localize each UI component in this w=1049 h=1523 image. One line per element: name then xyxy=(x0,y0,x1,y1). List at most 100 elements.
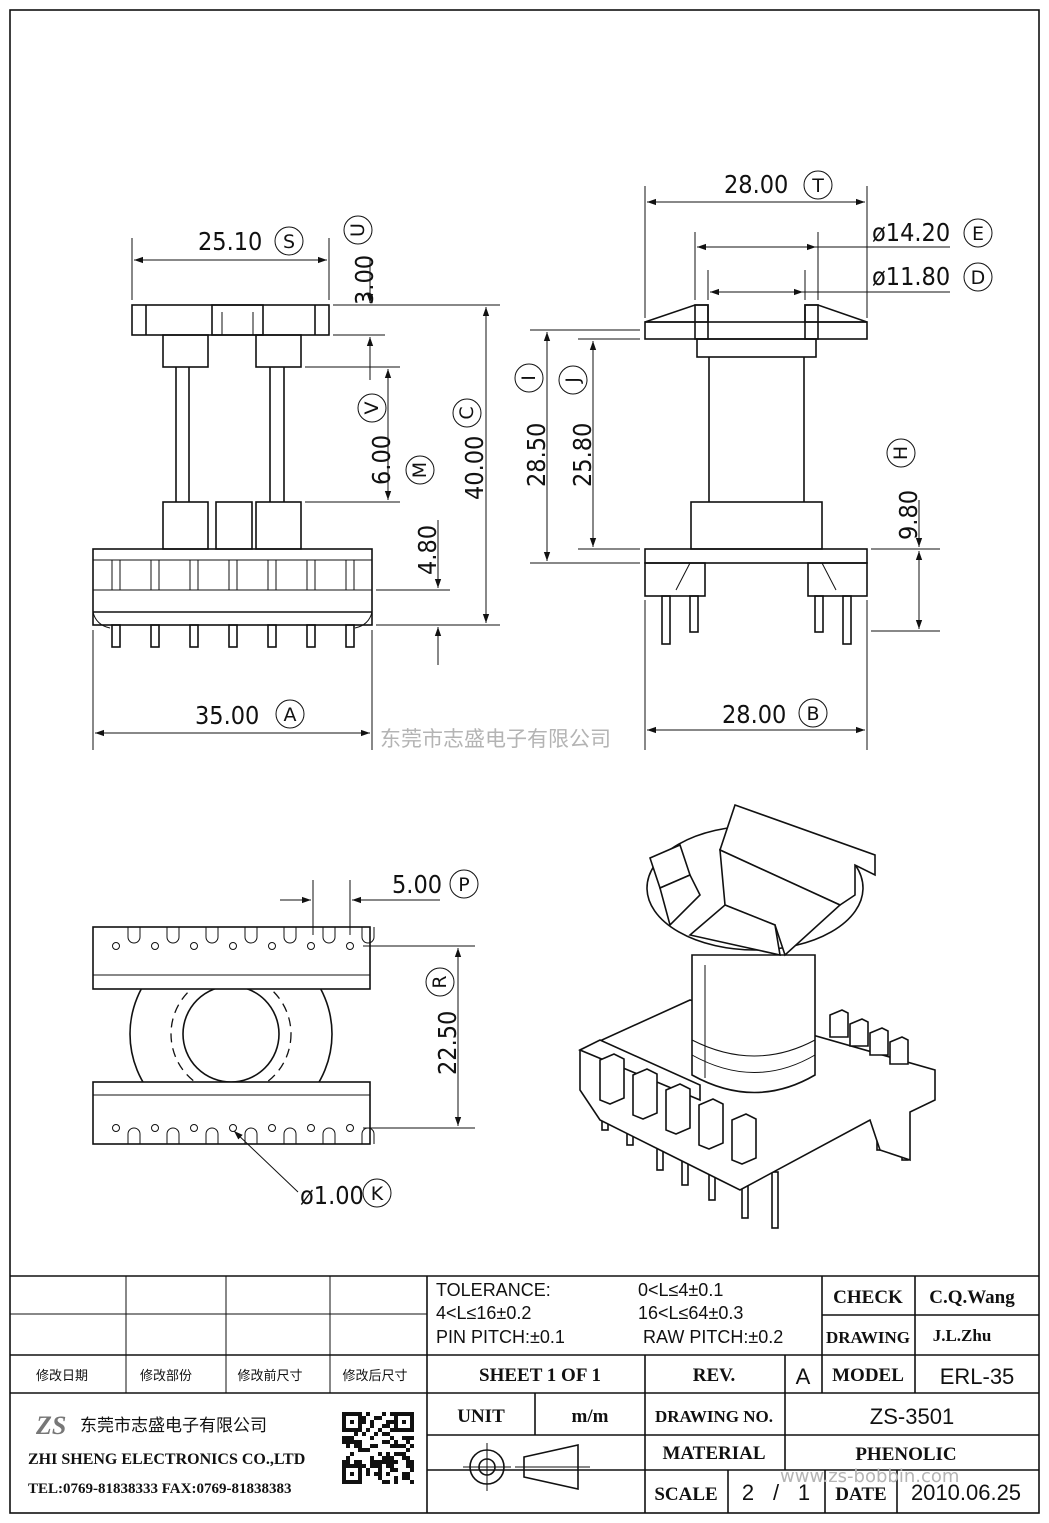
pin-hole xyxy=(112,1124,120,1132)
front-pin xyxy=(228,624,238,648)
company-logo-text: ZS xyxy=(35,1411,66,1440)
pin-hole xyxy=(307,942,315,950)
rev-label: REV. xyxy=(693,1365,735,1386)
front-view: 25.10 S 3.00 U 6.00 V 4.80 M 40.00 C xyxy=(92,215,500,750)
rev-header-part: 修改部份 xyxy=(140,1369,192,1384)
tag-m: M xyxy=(409,462,431,478)
pin-hole xyxy=(346,1124,354,1132)
front-pin xyxy=(306,624,316,648)
pin-hole xyxy=(229,1124,237,1132)
tag-s: S xyxy=(283,231,295,253)
pin-hole xyxy=(229,942,237,950)
tag-r: R xyxy=(429,975,451,988)
tag-e: E xyxy=(972,223,984,245)
tolerance-label: TOLERANCE: xyxy=(436,1280,551,1300)
raw-pitch: RAW PITCH:±0.2 xyxy=(643,1327,783,1347)
pin-hole xyxy=(112,942,120,950)
scale-label: SCALE xyxy=(654,1484,717,1505)
side-view: 28.00 T ø14.20 E ø11.80 D 28.50 I 25.80 … xyxy=(514,170,993,750)
check-label: CHECK xyxy=(833,1287,903,1308)
title-block: TOLERANCE: 0<L≤4±0.1 4<L≤16±0.2 16<L≤64±… xyxy=(10,1275,1039,1513)
front-pin xyxy=(150,624,160,648)
dim-3-00: 3.00 xyxy=(350,255,379,305)
tolerance-range-2: 4<L≤16±0.2 xyxy=(436,1303,531,1323)
front-pin xyxy=(267,624,277,648)
tag-d: D xyxy=(971,267,986,289)
front-pin xyxy=(111,624,121,648)
front-pin xyxy=(345,624,355,648)
dim-40-00: 40.00 xyxy=(460,436,489,500)
watermark-company: 东莞市志盛电子有限公司 xyxy=(380,727,611,751)
unit-value: m/m xyxy=(572,1406,609,1427)
tag-b: B xyxy=(806,703,819,725)
dim-4-80: 4.80 xyxy=(413,525,442,575)
rev-header-before: 修改前尺寸 xyxy=(237,1368,302,1384)
dim-9-80: 9.80 xyxy=(894,490,923,540)
tag-j: J xyxy=(562,377,584,384)
dim-1-00: ø1.00 xyxy=(300,1181,364,1210)
dim-11-80: ø11.80 xyxy=(872,262,950,291)
dim-22-50: 22.50 xyxy=(433,1011,462,1075)
model-value: ERL-35 xyxy=(940,1364,1015,1389)
dim-28-50: 28.50 xyxy=(522,423,551,487)
dim-5-00: 5.00 xyxy=(392,870,442,899)
tolerance-range-1: 0<L≤4±0.1 xyxy=(638,1280,723,1300)
company-logo: ZS xyxy=(35,1411,66,1440)
unit-label: UNIT xyxy=(457,1406,505,1427)
pin-hole xyxy=(268,1124,276,1132)
dim-6-00: 6.00 xyxy=(367,435,396,485)
pin-hole xyxy=(151,1124,159,1132)
drawing-label: DRAWING xyxy=(826,1328,910,1347)
isometric-view xyxy=(578,803,936,1229)
tag-h: H xyxy=(890,446,912,460)
dim-14-20: ø14.20 xyxy=(872,218,950,247)
projection-symbol-icon xyxy=(463,1443,590,1491)
tag-a: A xyxy=(284,704,297,726)
tag-k: K xyxy=(371,1183,384,1205)
sheet-border xyxy=(9,9,1040,1514)
drawing-value: J.L.Zhu xyxy=(933,1326,992,1345)
qr-code-icon xyxy=(342,1412,414,1484)
company-name-cn: 东莞市志盛电子有限公司 xyxy=(80,1416,267,1436)
material-label: MATERIAL xyxy=(662,1443,765,1464)
pin-hole xyxy=(190,942,198,950)
check-value: C.Q.Wang xyxy=(929,1287,1015,1308)
company-contact: TEL:0769-81838333 FAX:0769-81838383 xyxy=(28,1481,291,1497)
tolerance-range-3: 16<L≤64±0.3 xyxy=(638,1303,743,1323)
front-pin xyxy=(189,624,199,648)
tag-i: I xyxy=(518,375,540,381)
dim-35-00: 35.00 xyxy=(195,701,259,730)
date-value: 2010.06.25 xyxy=(911,1480,1021,1505)
watermark-site: www.zs-bobbin.com xyxy=(780,1466,959,1487)
dim-25-10: 25.10 xyxy=(198,227,262,256)
sheet-text: SHEET 1 OF 1 xyxy=(479,1365,601,1386)
tag-t: T xyxy=(811,175,824,197)
bottom-view: 5.00 P 22.50 R ø1.00 K xyxy=(92,869,479,1210)
pin-pitch: PIN PITCH:±0.1 xyxy=(436,1327,565,1347)
scale-sep: / xyxy=(773,1480,780,1505)
scale-den: 1 xyxy=(798,1480,810,1505)
dim-28-00-base: 28.00 xyxy=(722,700,786,729)
model-label: MODEL xyxy=(832,1365,904,1386)
tag-v: V xyxy=(361,402,383,415)
pin-hole xyxy=(268,942,276,950)
pin-hole xyxy=(190,1124,198,1132)
drawing-no-value: ZS-3501 xyxy=(870,1404,954,1429)
rev-value: A xyxy=(796,1364,811,1389)
tag-p: P xyxy=(458,874,469,896)
pin-hole xyxy=(307,1124,315,1132)
material-value: PHENOLIC xyxy=(855,1444,956,1465)
drawing-no-label: DRAWING NO. xyxy=(655,1407,773,1426)
tag-u: U xyxy=(347,223,369,237)
scale-num: 2 xyxy=(742,1480,754,1505)
dim-25-80: 25.80 xyxy=(568,423,597,487)
company-name-en: ZHI SHENG ELECTRONICS CO.,LTD xyxy=(28,1451,305,1468)
pin-hole xyxy=(346,942,354,950)
date-label: DATE xyxy=(835,1484,886,1505)
rev-header-after: 修改后尺寸 xyxy=(342,1369,407,1384)
tag-c: C xyxy=(456,406,478,419)
pin-hole xyxy=(151,942,159,950)
dim-28-00-top: 28.00 xyxy=(724,170,788,199)
rev-header-date: 修改日期 xyxy=(36,1369,88,1384)
